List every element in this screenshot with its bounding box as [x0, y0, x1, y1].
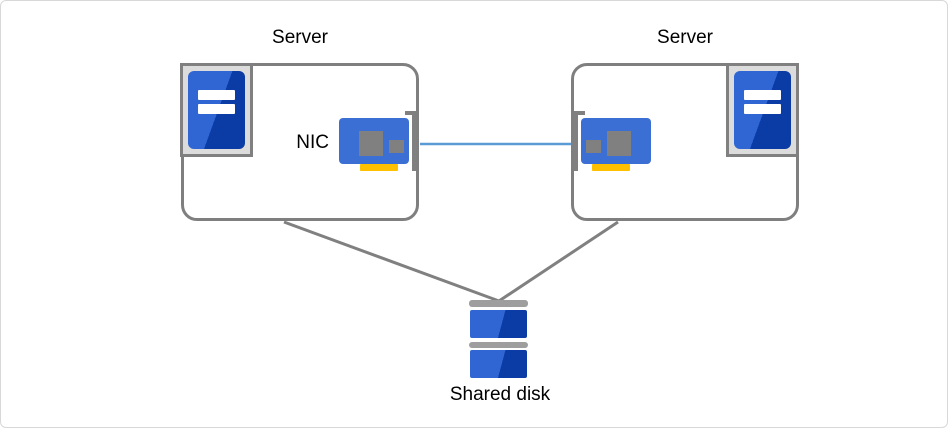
disk-platter: [470, 350, 527, 378]
nic-card: [581, 118, 651, 164]
nic-chip-small: [586, 140, 601, 153]
server-tower-shape: [734, 71, 791, 149]
connector-right-server-to-disk: [498, 220, 619, 303]
connector-left-server-to-disk: [283, 220, 500, 303]
nic-icon: [571, 111, 651, 171]
nic-card: [339, 118, 409, 164]
nic-chip-large: [359, 131, 383, 156]
nic-edge-connector: [360, 164, 398, 171]
nic-bracket-tab: [405, 111, 414, 115]
nic-edge-connector: [592, 164, 630, 171]
shared-disk-label: Shared disk: [449, 384, 551, 405]
nic-chip-large: [607, 131, 631, 156]
server-left-title: Server: [272, 27, 328, 48]
nic-icon: [339, 111, 419, 171]
disk-bar: [469, 342, 528, 348]
nic-bracket: [574, 111, 578, 171]
disk-bar: [469, 300, 528, 307]
server-slot: [744, 90, 781, 100]
nic-label: NIC: [296, 132, 329, 153]
server-tower-shape: [188, 71, 245, 149]
shared-disk-icon: [469, 300, 528, 379]
server-slot: [198, 104, 235, 114]
server-slot: [744, 104, 781, 114]
server-icon: [180, 63, 253, 157]
server-icon: [726, 63, 799, 157]
disk-platter: [470, 310, 527, 338]
server-right-title: Server: [657, 27, 713, 48]
nic-bracket: [412, 111, 416, 171]
nic-chip-small: [389, 140, 404, 153]
server-slot: [198, 90, 235, 100]
